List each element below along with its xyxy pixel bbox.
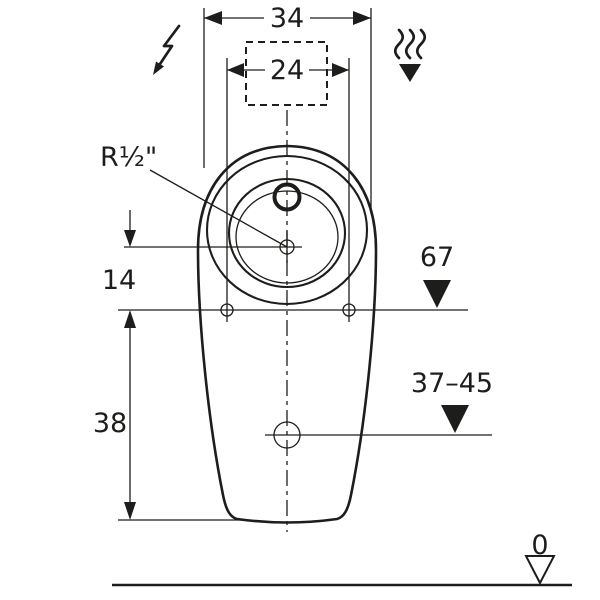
dimension-24: 24 <box>226 55 350 322</box>
dimension-34: 34 <box>203 3 372 210</box>
arrow-right-icon <box>332 63 349 77</box>
fixing-hole-right <box>342 303 356 317</box>
level-label-37-45: 37–45 <box>411 368 493 399</box>
water-supply-icon <box>393 28 427 82</box>
outlet-crosshair <box>273 421 301 449</box>
level-triangle-icon <box>423 280 451 308</box>
arrow-right-icon <box>353 11 371 25</box>
datum-label-0: 0 <box>531 530 548 561</box>
level-67: 67 <box>420 242 454 308</box>
flush-pipe-dashed-box <box>245 41 328 106</box>
dimension-14: 14 <box>102 210 136 296</box>
arrow-down-icon <box>124 502 136 520</box>
datum-zero: 0 <box>524 530 556 586</box>
arrow-left-icon <box>227 63 244 77</box>
fixing-hole-left <box>220 303 234 317</box>
arrow-up-icon <box>124 310 136 328</box>
outlet: 37–45 <box>265 368 493 449</box>
arrow-left-icon <box>204 11 222 25</box>
level-label-67: 67 <box>420 242 454 273</box>
dimension-38: 38 <box>93 310 242 521</box>
dim-label-14: 14 <box>102 265 136 296</box>
leader-line <box>149 169 288 248</box>
dim-label-24: 24 <box>270 55 304 86</box>
dim-label-38: 38 <box>93 408 127 439</box>
water-connection-label: R½" <box>100 142 157 173</box>
electrical-connection-icon <box>153 24 181 75</box>
level-triangle-icon <box>441 405 469 433</box>
water-connection-callout: R½" <box>100 142 302 263</box>
datum-triangle-icon <box>524 555 556 586</box>
dim-label-34: 34 <box>270 3 304 34</box>
arrow-down-icon <box>124 230 136 247</box>
fixing-holes <box>118 303 468 317</box>
